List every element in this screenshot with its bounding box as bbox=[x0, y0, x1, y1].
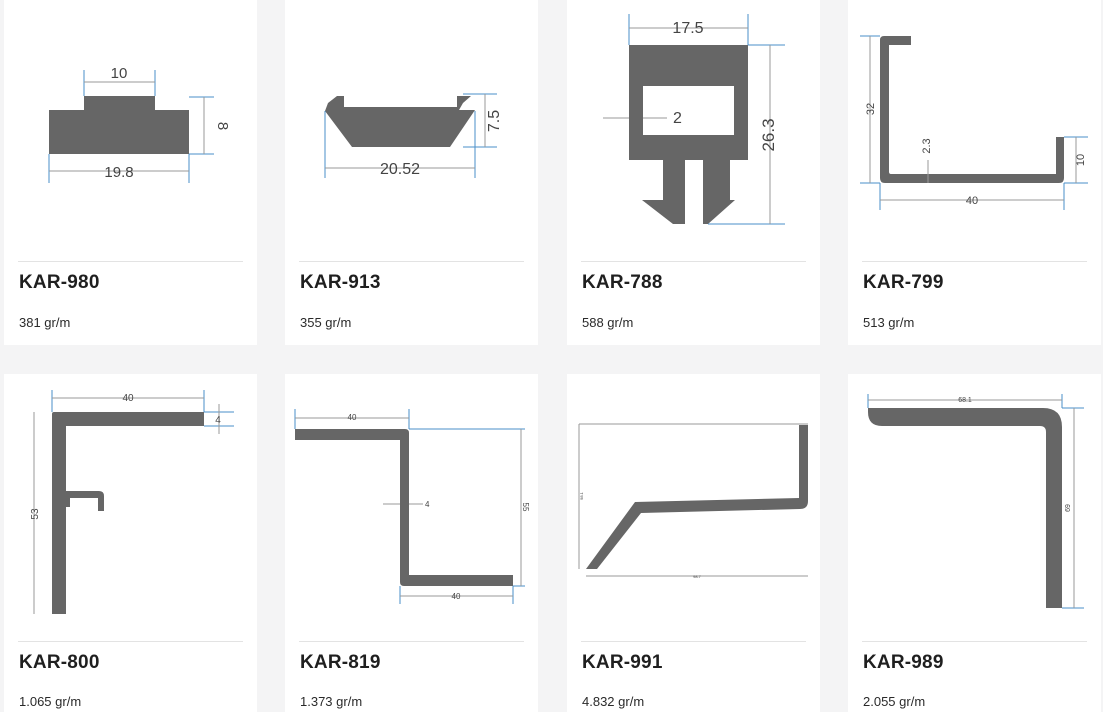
svg-text:4: 4 bbox=[425, 500, 430, 509]
svg-text:20.52: 20.52 bbox=[380, 161, 420, 178]
svg-text:40: 40 bbox=[348, 413, 357, 422]
product-weight: 513 gr/m bbox=[863, 315, 915, 330]
svg-text:2.3: 2.3 bbox=[921, 138, 933, 153]
product-card[interactable]: 7.5 20.52 KAR-913 355 gr/m bbox=[285, 0, 538, 345]
svg-text:40: 40 bbox=[122, 393, 134, 404]
svg-text:53: 53 bbox=[30, 508, 41, 520]
product-card[interactable]: 10 8 19.8 KAR-980 381 gr/m bbox=[4, 0, 257, 345]
profile-drawing: 32 2.3 10 40 bbox=[848, 0, 1101, 240]
svg-text:2: 2 bbox=[673, 110, 682, 127]
svg-text:98.1: 98.1 bbox=[579, 491, 584, 500]
profile-drawing: 68.1 69 bbox=[848, 374, 1101, 614]
product-weight: 4.832 gr/m bbox=[582, 694, 645, 709]
product-code: KAR-991 bbox=[582, 652, 663, 673]
product-code: KAR-800 bbox=[19, 652, 100, 673]
svg-text:17.5: 17.5 bbox=[672, 20, 703, 37]
svg-text:8: 8 bbox=[214, 122, 231, 130]
svg-text:98.7: 98.7 bbox=[693, 574, 702, 579]
product-weight: 2.055 gr/m bbox=[863, 694, 926, 709]
profile-drawing: 10 8 19.8 bbox=[4, 0, 257, 240]
svg-text:40: 40 bbox=[966, 195, 978, 207]
product-weight: 1.065 gr/m bbox=[19, 694, 82, 709]
product-weight: 355 gr/m bbox=[300, 315, 352, 330]
product-code: KAR-980 bbox=[19, 272, 100, 293]
product-weight: 381 gr/m bbox=[19, 315, 71, 330]
product-weight: 1.373 gr/m bbox=[300, 694, 363, 709]
product-card[interactable]: 40 4 55 40 KAR-819 1.373 gr/m bbox=[285, 374, 538, 712]
product-card[interactable]: 68.1 69 KAR-989 2.055 gr/m bbox=[848, 374, 1101, 712]
profile-drawing: 98.1 98.7 bbox=[567, 374, 820, 614]
product-code: KAR-819 bbox=[300, 652, 381, 673]
product-code: KAR-799 bbox=[863, 272, 944, 293]
product-weight: 588 gr/m bbox=[582, 315, 634, 330]
product-code: KAR-913 bbox=[300, 272, 381, 293]
product-code: KAR-989 bbox=[863, 652, 944, 673]
svg-text:10: 10 bbox=[1075, 154, 1087, 166]
product-card[interactable]: 40 4 53 KAR-800 1.065 gr/m bbox=[4, 374, 257, 712]
svg-text:40: 40 bbox=[452, 592, 461, 601]
profile-drawing: 40 4 55 40 bbox=[285, 374, 538, 614]
svg-text:7.5: 7.5 bbox=[486, 110, 503, 132]
product-card[interactable]: 32 2.3 10 40 KAR-799 513 gr/m bbox=[848, 0, 1101, 345]
svg-text:4: 4 bbox=[215, 415, 221, 426]
svg-text:68.1: 68.1 bbox=[958, 397, 972, 404]
svg-text:32: 32 bbox=[865, 103, 877, 115]
svg-text:26.3: 26.3 bbox=[759, 118, 778, 151]
svg-text:19.8: 19.8 bbox=[104, 164, 133, 181]
product-code: KAR-788 bbox=[582, 272, 663, 293]
product-card[interactable]: 98.1 98.7 KAR-991 4.832 gr/m bbox=[567, 374, 820, 712]
profile-drawing: 40 4 53 bbox=[4, 374, 257, 614]
svg-text:69: 69 bbox=[1065, 504, 1072, 512]
profile-drawing: 7.5 20.52 bbox=[285, 0, 538, 240]
svg-text:55: 55 bbox=[521, 503, 530, 512]
svg-text:10: 10 bbox=[111, 65, 128, 82]
profile-drawing: 17.5 2 26.3 bbox=[567, 0, 820, 240]
product-card[interactable]: 17.5 2 26.3 KAR-788 588 gr/m bbox=[567, 0, 820, 345]
